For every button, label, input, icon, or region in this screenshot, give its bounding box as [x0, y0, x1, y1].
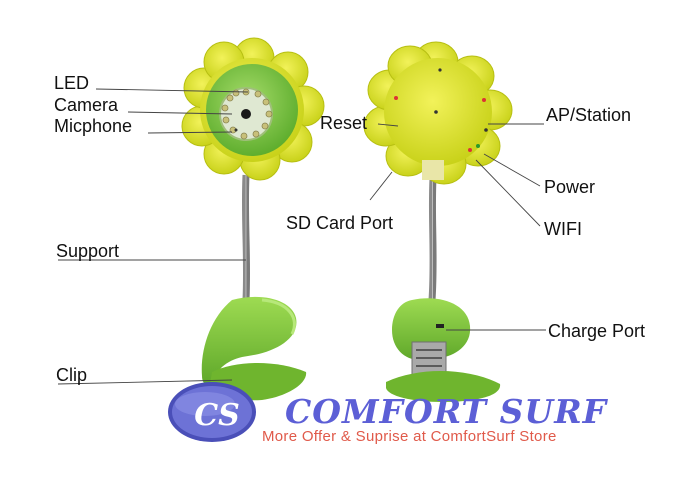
- back-gooseneck: [428, 177, 437, 301]
- label-ap-station: AP/Station: [546, 105, 632, 125]
- front-clip: [201, 296, 297, 385]
- camera-lens: [241, 109, 251, 119]
- back-panel: [384, 58, 492, 166]
- label-led: LED: [54, 73, 90, 93]
- led-ring: [221, 88, 273, 140]
- label-power: Power: [544, 177, 596, 197]
- brand-name: COMFORT SURF: [285, 392, 608, 431]
- label-reset: Reset: [320, 113, 368, 133]
- label-clip: Clip: [56, 365, 88, 385]
- back-camera-device: [363, 41, 513, 402]
- indicator-dots: [394, 68, 488, 152]
- label-wifi: WIFI: [544, 219, 582, 239]
- label-support: Support: [56, 241, 120, 261]
- comfort-surf-logo: [168, 382, 256, 442]
- back-clip-base: [386, 370, 501, 402]
- label-charge-port: Charge Port: [548, 321, 646, 341]
- front-gooseneck: [241, 174, 251, 301]
- label-micphone: Micphone: [54, 116, 133, 136]
- callout-lines: [57, 88, 546, 385]
- logo-initials: CS: [194, 398, 240, 433]
- front-camera-device: [181, 37, 325, 401]
- label-camera: Camera: [54, 95, 119, 115]
- label-sd-card-port: SD Card Port: [286, 213, 394, 233]
- charge-port-slot: [436, 324, 444, 328]
- brand-tagline: More Offer & Suprise at ComfortSurf Stor…: [262, 428, 557, 445]
